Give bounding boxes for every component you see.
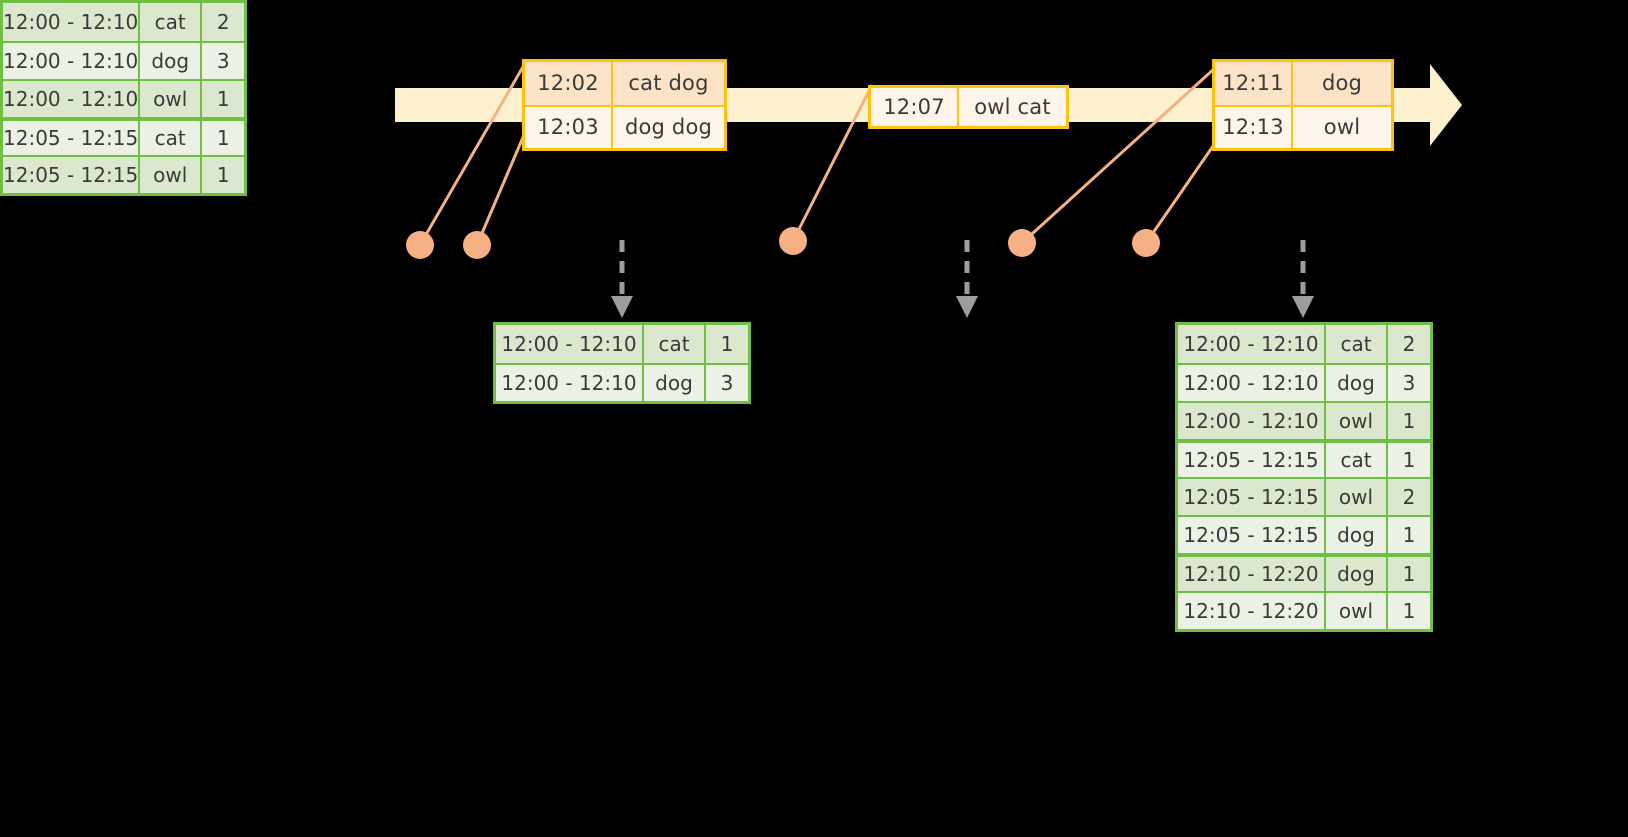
cell-count: 1 xyxy=(1402,409,1416,433)
cell-window: 12:00 - 12:10 xyxy=(1178,365,1326,401)
cell-window: 12:05 - 12:15 xyxy=(1178,517,1326,553)
cell-word: dog xyxy=(1326,365,1388,401)
cell-window: 12:10 - 12:20 xyxy=(1178,593,1326,629)
cell-count: 1 xyxy=(1402,562,1416,586)
event-dot-5 xyxy=(1132,229,1160,257)
cell-count: 2 xyxy=(1402,332,1416,356)
timeline-event-row[interactable]: 12:03 dog dog xyxy=(525,104,724,148)
cell-word: owl xyxy=(140,157,203,193)
cell-count: 1 xyxy=(1402,448,1416,472)
cell-word: cat xyxy=(140,121,203,155)
event-dot-4 xyxy=(1008,229,1036,257)
cell-window: 12:05 - 12:15 xyxy=(1178,443,1326,477)
event-time: 12:11 xyxy=(1215,62,1293,105)
event-dot-1 xyxy=(406,231,434,259)
cell-word: dog xyxy=(1326,517,1388,553)
event-words: dog dog xyxy=(624,115,713,140)
cell-word: dog xyxy=(1326,557,1388,591)
cell-window: 12:05 - 12:15 xyxy=(3,157,141,193)
cell-count: 1 xyxy=(216,163,230,187)
cell-word: dog xyxy=(140,43,203,79)
cell-word: dog xyxy=(644,365,706,401)
event-words: cat dog xyxy=(628,71,709,96)
cell-word: owl xyxy=(1326,479,1388,515)
timeline-event-box-3[interactable]: 12:11 dog 12:13 owl xyxy=(1212,59,1394,151)
cell-count: 1 xyxy=(720,332,734,356)
timeline-event-row[interactable]: 12:13 owl xyxy=(1215,104,1391,148)
cell-window: 12:05 - 12:15 xyxy=(1178,479,1326,515)
cell-word: owl xyxy=(140,81,203,117)
cell-word: cat xyxy=(140,3,203,41)
dashed-arrow-1 xyxy=(611,240,633,318)
cell-window: 12:00 - 12:10 xyxy=(1178,325,1326,363)
cell-word: owl xyxy=(1326,403,1388,439)
timeline-event-box-2[interactable]: 12:07 owl cat xyxy=(868,85,1069,129)
cell-count: 1 xyxy=(216,87,230,111)
event-words: dog xyxy=(1321,71,1363,96)
cell-count: 2 xyxy=(216,10,230,34)
cell-count: 1 xyxy=(1402,523,1416,547)
event-time: 12:02 xyxy=(525,62,613,105)
cell-count: 1 xyxy=(216,126,230,150)
connector-line-5 xyxy=(1144,135,1222,244)
cell-word: cat xyxy=(644,325,706,363)
timeline-event-row[interactable]: 12:11 dog xyxy=(1215,62,1391,105)
timeline-event-box-1[interactable]: 12:02 cat dog 12:03 dog dog xyxy=(522,59,727,151)
dashed-arrow-3 xyxy=(1292,240,1314,318)
cell-window: 12:00 - 12:10 xyxy=(1178,403,1326,439)
cell-window: 12:00 - 12:10 xyxy=(496,365,644,401)
event-time: 12:07 xyxy=(871,88,959,126)
cell-window: 12:05 - 12:15 xyxy=(3,121,141,155)
connector-line-1 xyxy=(418,64,526,246)
event-words: owl cat xyxy=(974,95,1051,119)
cell-window: 12:00 - 12:10 xyxy=(496,325,644,363)
cell-count: 3 xyxy=(216,49,230,73)
connector-line-2 xyxy=(475,134,526,246)
event-dot-3 xyxy=(779,227,807,255)
cell-window: 12:10 - 12:20 xyxy=(1178,557,1326,591)
event-words: owl xyxy=(1323,115,1361,140)
cell-window: 12:00 - 12:10 xyxy=(3,81,141,117)
cell-count: 3 xyxy=(720,371,734,395)
cell-word: cat xyxy=(1326,325,1388,363)
cell-count: 1 xyxy=(1402,599,1416,623)
cell-count: 2 xyxy=(1402,485,1416,509)
dashed-arrow-2 xyxy=(956,240,978,318)
cell-window: 12:00 - 12:10 xyxy=(3,3,141,41)
cell-word: cat xyxy=(1326,443,1388,477)
cell-word: owl xyxy=(1326,593,1388,629)
event-time: 12:03 xyxy=(525,106,613,148)
timeline-event-row[interactable]: 12:07 owl cat xyxy=(871,88,1066,126)
cell-window: 12:00 - 12:10 xyxy=(3,43,141,79)
event-dot-2 xyxy=(463,231,491,259)
cell-count: 3 xyxy=(1402,371,1416,395)
connector-line-3 xyxy=(791,84,874,242)
event-time: 12:13 xyxy=(1215,106,1293,148)
timeline-event-row[interactable]: 12:02 cat dog xyxy=(525,62,724,105)
